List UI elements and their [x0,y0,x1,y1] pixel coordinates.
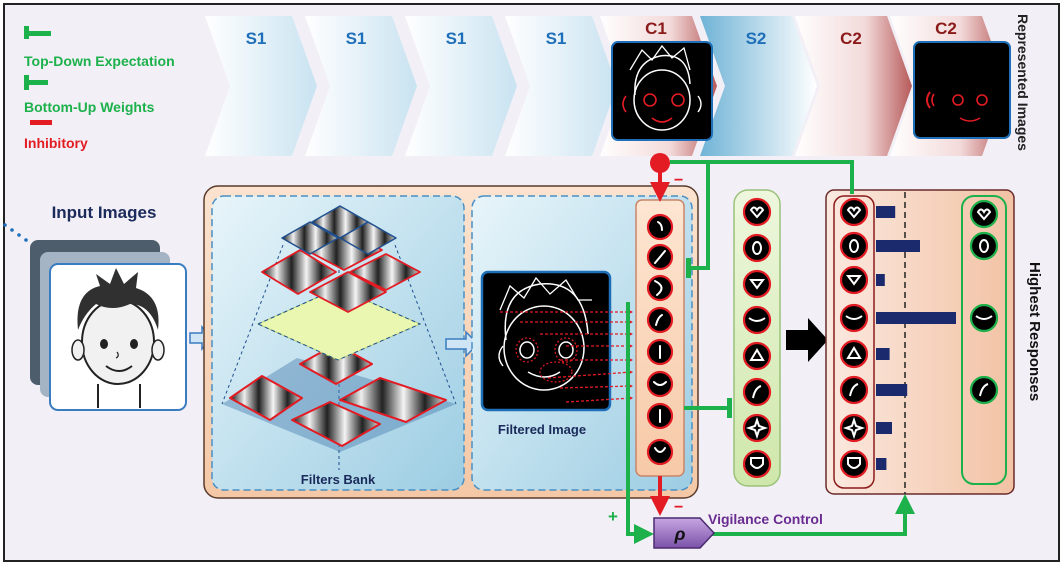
stage-label-c2-1: C2 [840,29,862,48]
inhibitory-symbol [30,120,52,125]
highest-responses-box: Highest Responses [825,189,1043,495]
response-bar-5 [876,348,890,360]
s2-prototype-column [733,189,781,487]
legend-top-down-label: Top-Down Expectation [24,53,175,69]
stage-label-s2: S2 [746,29,767,48]
filters-bank-box: Filters Bank [211,195,465,491]
c1-feature-column [635,199,685,477]
vigilance-symbol: ρ [674,524,686,544]
response-bar-1 [876,206,896,218]
input-images: Input Images [3,203,187,411]
response-bar-8 [876,458,887,470]
inhibitory-source-node [650,153,670,173]
response-bars [876,206,956,470]
stage-label-s1-2: S1 [346,29,367,48]
filters-bank-label: Filters Bank [301,472,376,487]
stage-label-s1-4: S1 [546,29,567,48]
vigilance-control: ρ Vigilance Control [653,511,823,549]
inhibitory-minus-top: − [674,172,683,189]
chevron-s2 [700,16,817,156]
top-down-line [670,160,854,194]
connections: − − + [608,153,915,544]
chevron-s1-3 [405,16,517,156]
response-bar-2 [876,240,920,252]
vigilance-label: Vigilance Control [708,511,823,527]
boy-face-icon [71,268,165,408]
response-bar-6 [876,384,908,396]
legend-bottom-up-label: Bottom-Up Weights [24,99,155,115]
big-arrow-icon [786,318,828,362]
inhibitory-minus-bottom: − [674,499,683,516]
stage-chevrons: S1 S1 S1 S1 C1 S2 C2 C2 Represe [205,14,1031,156]
highest-responses-label: Highest Responses [1026,262,1043,401]
input-images-label: Input Images [52,203,157,222]
chevron-s1-1 [205,16,317,156]
c2-represented-image [913,41,1011,139]
represented-images-label: Represented Images [1015,14,1031,151]
stage-label-c1: C1 [645,19,667,38]
chevron-c2-1 [795,16,912,156]
stage-label-s1-1: S1 [246,29,267,48]
response-bar-3 [876,274,885,286]
chevron-s1-2 [305,16,417,156]
filtered-image-label: Filtered Image [498,422,586,437]
chevron-s1-4 [505,16,617,156]
legend-inhibitory-label: Inhibitory [24,135,88,151]
stage-label-c2-2: C2 [935,19,957,38]
response-bar-7 [876,422,892,434]
legend: Top-Down Expectation Bottom-Up Weights I… [24,26,175,151]
response-bar-4 [876,312,956,324]
stage-label-s1-3: S1 [446,29,467,48]
excitatory-plus: + [608,507,618,526]
c1-represented-image [611,41,713,141]
